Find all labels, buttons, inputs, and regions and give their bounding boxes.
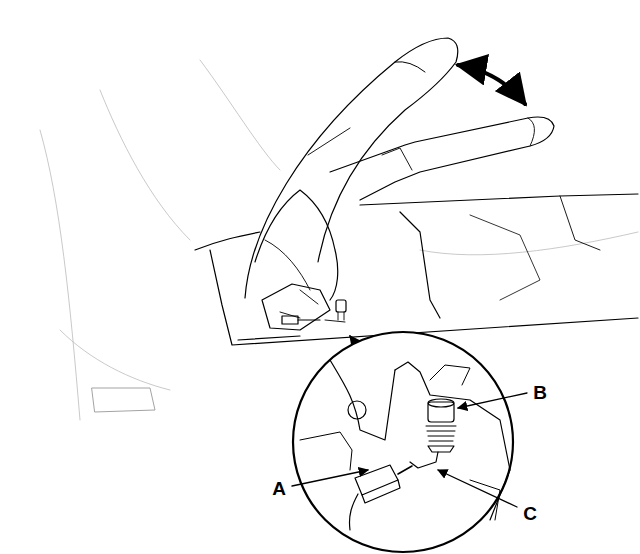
console-edge [195,232,260,250]
switch-body [428,399,454,407]
brake-lever [245,38,458,298]
brake-lever-lowered [330,117,554,200]
body-line [100,90,190,240]
wire-small [298,319,320,320]
bracket-detail [470,480,500,520]
detail-circle [293,332,513,552]
switch-body [428,402,454,422]
wire [398,466,412,474]
lever-bracket [262,284,330,330]
brake-lever [395,62,425,72]
console-edge [400,212,440,318]
terminal-tab [410,452,438,468]
leader-line [292,470,368,486]
switch-small [336,300,346,312]
callout-letter: A [272,479,286,498]
body-line [40,130,80,420]
travel-arrow [458,65,525,104]
connector-body [362,480,400,503]
bracket-detail [330,360,395,440]
bracket-detail [430,365,470,385]
wire [349,494,358,530]
console-edge [360,194,638,205]
bracket-detail [300,432,352,470]
leader-line [438,470,517,507]
brake-lever [308,128,350,155]
body-line [200,60,280,170]
body-line [92,388,155,412]
console-detail [470,215,540,300]
body-line [420,232,638,255]
console-edge [560,196,600,250]
console-base [238,336,300,340]
hole-detail [348,401,366,419]
body-line [60,330,170,390]
switch-base [428,446,454,452]
callout-letter: B [533,383,547,402]
connector-body [355,465,398,495]
callout-letter: C [523,504,537,523]
lever-bracket [280,290,318,318]
switch-small [325,312,345,322]
brake-lever-lowered [528,118,535,146]
detail-view [300,360,510,530]
lever-boot [255,190,338,300]
console-base [210,250,638,345]
switch-spring [426,426,456,441]
lever-boot [265,240,310,290]
brake-lever-lowered [382,148,412,170]
connector-small [282,316,298,324]
leader-line [458,393,527,408]
